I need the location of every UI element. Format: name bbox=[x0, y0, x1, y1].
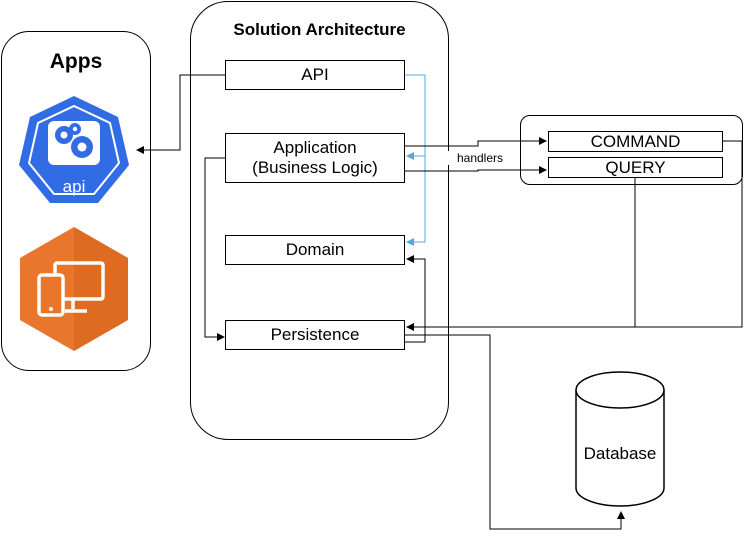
command-box: COMMAND bbox=[548, 131, 723, 152]
application-layer-sublabel: (Business Logic) bbox=[252, 158, 378, 177]
domain-layer-box: Domain bbox=[225, 235, 405, 265]
application-layer-label: Application bbox=[273, 138, 357, 157]
application-to-persistence-arrow bbox=[204, 157, 225, 341]
kubernetes-api-icon bbox=[19, 96, 129, 203]
query-box: QUERY bbox=[548, 157, 723, 178]
command-to-persistence-arrow bbox=[406, 140, 743, 331]
api-icon-label: api bbox=[62, 177, 86, 196]
application-to-domain-dependency bbox=[406, 156, 426, 246]
application-layer-box: Application (Business Logic) bbox=[225, 133, 405, 183]
database-cylinder bbox=[575, 371, 665, 507]
application-to-command-arrow bbox=[405, 137, 547, 147]
solution-architecture-title: Solution Architecture bbox=[233, 20, 406, 39]
handlers-label: handlers bbox=[448, 151, 512, 165]
devices-icon bbox=[20, 227, 128, 351]
api-layer-label: API bbox=[301, 65, 329, 84]
command-label: COMMAND bbox=[590, 131, 681, 151]
apps-title: Apps bbox=[49, 50, 103, 73]
persistence-to-domain-arrow bbox=[405, 255, 426, 343]
query-label: QUERY bbox=[605, 157, 666, 177]
api-layer-box: API bbox=[225, 60, 405, 90]
persistence-layer-label: Persistence bbox=[270, 325, 360, 344]
api-to-application-dependency bbox=[405, 74, 426, 160]
api-to-apps-arrow bbox=[136, 74, 225, 154]
database-label: Database bbox=[583, 444, 657, 463]
persistence-layer-box: Persistence bbox=[225, 320, 405, 350]
application-to-query-arrow bbox=[405, 166, 547, 174]
domain-layer-label: Domain bbox=[285, 240, 345, 259]
persistence-to-database-arrow bbox=[405, 334, 625, 530]
